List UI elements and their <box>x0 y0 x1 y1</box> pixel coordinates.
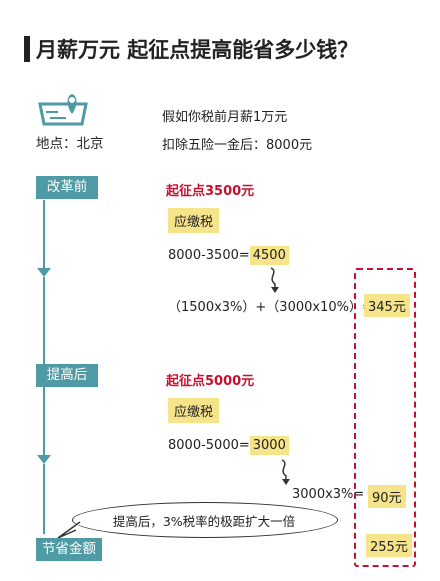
stage-before: 改革前 <box>36 176 98 199</box>
tax-calc-before: （1500x3%）+（3000x10%）= <box>168 300 373 315</box>
title-bar <box>24 36 30 62</box>
bubble-note: 提高后，3%税率的极距扩大一倍 <box>112 514 296 529</box>
timeline-line-4 <box>43 464 45 534</box>
tax-calc-after: 3000x3%= <box>292 487 365 502</box>
timeline-arrow-2 <box>37 455 51 464</box>
taxable-tag-after: 应缴税 <box>168 398 220 423</box>
page-title: 月薪万元 起征点提高能省多少钱？ <box>36 38 359 62</box>
tax-result-before: 345元 <box>364 294 410 317</box>
equation-left-before: 8000-3500= <box>168 248 250 263</box>
taxable-equation-before: 8000-3500=4500 <box>168 246 289 265</box>
threshold-after: 起征点5000元 <box>166 374 255 389</box>
taxable-equation-after: 8000-5000=3000 <box>168 436 289 455</box>
tax-result-after: 90元 <box>368 485 406 508</box>
timeline-line-2 <box>43 277 45 365</box>
threshold-before: 起征点3500元 <box>166 184 255 199</box>
location-label: 地点：北京 <box>36 136 104 152</box>
speech-bubble <box>72 502 338 538</box>
result-column-box <box>354 268 416 567</box>
equation-left-after: 8000-5000= <box>168 438 250 453</box>
map-pin-icon <box>38 94 88 126</box>
timeline-line-3 <box>43 387 45 457</box>
taxable-tag-before: 应缴税 <box>168 208 220 233</box>
stage-after: 提高后 <box>36 364 98 387</box>
salary-info: 假如你税前月薪1万元 <box>162 110 288 125</box>
equation-result-after: 3000 <box>249 436 289 455</box>
savings-result: 255元 <box>366 534 412 557</box>
deduction-info: 扣除五险一金后：8000元 <box>162 138 313 153</box>
stage-savings: 节省金额 <box>36 538 102 561</box>
equation-result-before: 4500 <box>249 246 289 265</box>
curved-arrow-icon <box>270 267 279 293</box>
curved-arrow-icon <box>281 459 290 485</box>
timeline-line-1 <box>43 200 45 270</box>
timeline-arrow-1 <box>37 268 51 277</box>
